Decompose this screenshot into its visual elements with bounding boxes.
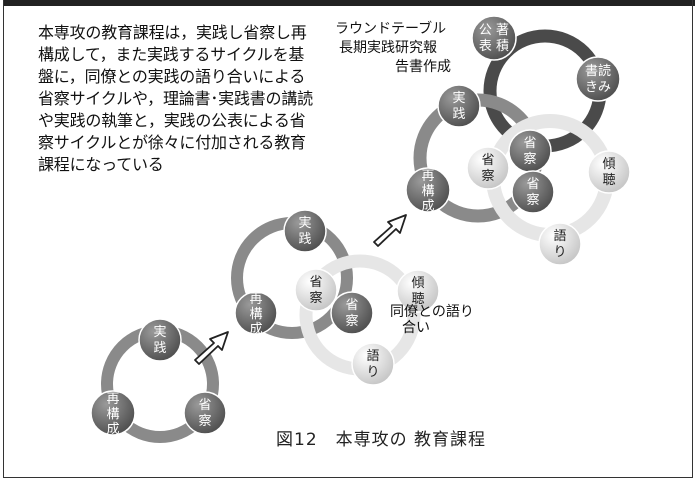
stage3-seisatsu-a-char2: 察 xyxy=(481,169,494,184)
stage3-katari-char1: 語 xyxy=(553,228,566,244)
stage3-shodoku-line1: 書読 xyxy=(585,63,611,79)
stage3-node-kouhyou: 公 著 表 積 xyxy=(471,15,517,61)
stage3-jissen-char2: 践 xyxy=(452,107,465,122)
stage1-node-jissen: 実 践 xyxy=(138,318,182,362)
description-text: 本専攻の教育課程は，実践し省察し再構成して，また実践するサイクルを基盤に，同僚と… xyxy=(38,23,313,174)
stage3-node-keichou: 傾 聴 xyxy=(587,150,631,194)
stage3-saikousei-char2: 構 xyxy=(421,184,434,199)
stage2-cycle: 実 践 再 構 成 省 察 省 察 傾 聴 語 り 同僚との語り xyxy=(231,209,474,386)
stage1-saikousei-char3: 成 xyxy=(106,422,119,437)
stage3-seisatsu-c-char2: 察 xyxy=(526,193,539,208)
stage2-node-seisatsu-a: 省 察 xyxy=(294,268,338,312)
cycle-diagram: 実 践 省 察 再 構 成 実 践 再 構 成 xyxy=(90,15,631,443)
stage2-seisatsu-b-char1: 省 xyxy=(345,298,358,313)
figure-caption: 図12 本専攻の 教育課程 xyxy=(276,430,487,450)
stage3-cycle: 公 著 表 積 書読 きみ 実 践 再 構 成 省 察 省 察 xyxy=(405,15,631,266)
stage3-shodoku-line2: きみ xyxy=(585,80,611,95)
stage2-jissen-char1: 実 xyxy=(298,215,311,231)
stage1-jissen-char2: 践 xyxy=(153,341,166,356)
stage2-jissen-char2: 践 xyxy=(298,232,311,247)
stage2-node-seisatsu-b: 省 察 xyxy=(330,291,374,335)
stage3-node-seisatsu-b: 省 察 xyxy=(508,129,552,173)
arrow-stage1-to-2 xyxy=(194,331,229,365)
stage2-katari-char1: 語 xyxy=(366,348,379,364)
stage2-seisatsu-b-char2: 察 xyxy=(345,314,358,329)
stage3-keichou-char2: 聴 xyxy=(602,173,615,188)
stage1-seisatsu-char1: 省 xyxy=(198,398,211,413)
stage3-node-seisatsu-c: 省 察 xyxy=(511,170,555,214)
stage3-saikousei-char3: 成 xyxy=(421,199,434,214)
stage3-node-katari: 語 り xyxy=(538,222,582,266)
stage2-saikousei-char2: 構 xyxy=(249,307,262,322)
stage3-seisatsu-b-char1: 省 xyxy=(523,136,536,151)
stage2-keichou-char2: 聴 xyxy=(411,292,424,307)
top-border-bar xyxy=(3,0,695,6)
stage3-node-seisatsu-a: 省 察 xyxy=(466,146,510,190)
stage3-saikousei-char1: 再 xyxy=(421,169,434,184)
stage3-node-shodoku: 書読 きみ xyxy=(575,56,621,102)
stage2-node-saikousei: 再 構 成 xyxy=(234,291,278,337)
stage3-seisatsu-b-char2: 察 xyxy=(523,152,536,167)
roundtable-line-2: 長期実践研究報 xyxy=(339,40,437,56)
stage3-seisatsu-c-char1: 省 xyxy=(526,177,539,192)
stage2-katari-char2: り xyxy=(366,365,379,380)
stage2-keichou-char1: 傾 xyxy=(411,276,424,291)
stage3-keichou-char1: 傾 xyxy=(602,157,615,172)
stage2-node-jissen: 実 践 xyxy=(283,209,327,253)
stage3-node-saikousei: 再 構 成 xyxy=(405,167,451,214)
stage3-kouhyou-line2: 表 積 xyxy=(479,39,509,54)
stage1-cycle: 実 践 省 察 再 構 成 xyxy=(90,318,227,443)
stage3-seisatsu-a-char1: 省 xyxy=(481,153,494,168)
stage2-seisatsu-a-char2: 察 xyxy=(309,291,322,306)
stage3-katari-char2: り xyxy=(553,245,566,260)
stage1-jissen-char1: 実 xyxy=(153,324,166,340)
stage3-node-jissen: 実 践 xyxy=(437,84,481,128)
stage3-jissen-char1: 実 xyxy=(452,90,465,106)
colleague-talk-label-line1: 同僚との語り xyxy=(390,304,474,320)
stage2-saikousei-char3: 成 xyxy=(249,322,262,337)
roundtable-label: ラウンドテーブル 長期実践研究報 告書作成 xyxy=(335,20,475,77)
stage2-seisatsu-a-char1: 省 xyxy=(309,275,322,290)
stage2-node-katari: 語 り xyxy=(351,342,395,386)
stage1-saikousei-char2: 構 xyxy=(106,407,119,422)
stage1-saikousei-char1: 再 xyxy=(106,392,119,407)
colleague-talk-label-line2: 合い xyxy=(402,320,430,336)
stage1-seisatsu-char2: 察 xyxy=(198,414,211,429)
stage2-saikousei-char1: 再 xyxy=(249,292,262,307)
stage2-node-keichou: 傾 聴 xyxy=(396,269,440,313)
roundtable-line-1: ラウンドテーブル xyxy=(335,21,447,37)
stage1-node-seisatsu: 省 察 xyxy=(183,391,227,435)
stage3-kouhyou-line1: 公 著 xyxy=(479,23,509,38)
stage1-node-saikousei: 再 構 成 xyxy=(90,390,136,437)
roundtable-line-3: 告書作成 xyxy=(395,59,451,75)
arrow-stage2-to-3 xyxy=(373,214,407,247)
